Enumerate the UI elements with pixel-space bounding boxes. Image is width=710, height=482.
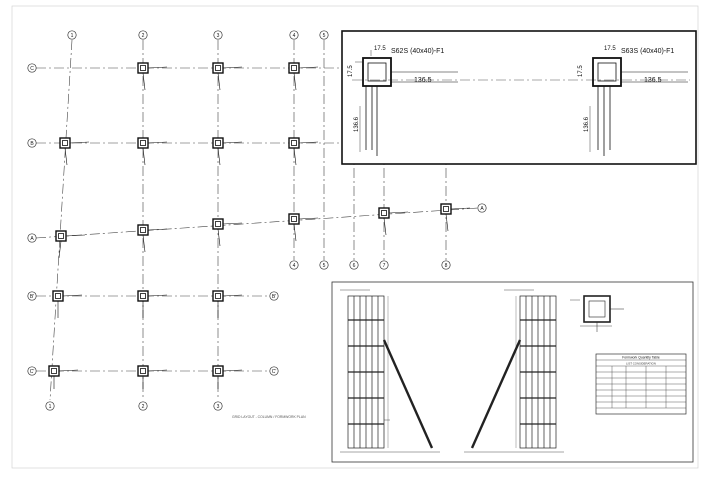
- plan-footnote: GRID LAYOUT - COLUMN / FORMWORK PLAN: [232, 415, 306, 419]
- grid-number: 5: [323, 33, 326, 39]
- column: [55, 230, 86, 259]
- dim-label: 136.6: [584, 116, 590, 132]
- grid-number: 8: [445, 263, 448, 269]
- grid-number: 2: [142, 404, 145, 410]
- section-plan-small: [570, 295, 624, 332]
- grid-number: 7: [383, 263, 386, 269]
- detail-column-right: [589, 57, 688, 156]
- column: [137, 137, 168, 166]
- table-subtitle: LIST CONSIDERATION: [626, 362, 656, 366]
- formwork-elevation-right: [464, 289, 564, 453]
- dim-label: 136.5: [414, 77, 432, 84]
- grid-number: 1: [49, 404, 52, 410]
- grid-letter: C': [30, 369, 35, 375]
- detail-frame: [341, 30, 697, 165]
- grid-letter: B: [30, 141, 34, 147]
- dim-label: 136.5: [644, 77, 662, 84]
- dim-label: 136.6: [354, 116, 360, 132]
- column: [288, 137, 319, 166]
- grid-number: 4: [293, 33, 296, 39]
- column: [137, 290, 168, 318]
- column: [137, 62, 168, 91]
- column: [59, 137, 90, 166]
- grid-number: 3: [217, 33, 220, 39]
- column: [212, 365, 243, 389]
- dim-label: 17.5: [348, 65, 354, 77]
- column: [137, 224, 168, 253]
- detail-left-label: S62S (40x40)-F1: [391, 48, 444, 55]
- column: [288, 62, 319, 91]
- detail-column-left: [355, 50, 458, 156]
- quantity-table: [595, 353, 687, 415]
- grid-bubbles: 1 2 3 4 5 4 5 6 7 8 1 2 3 C B A B' C' A …: [27, 30, 487, 411]
- column: [52, 290, 83, 318]
- grid-letter: B': [30, 294, 34, 300]
- column: [288, 213, 319, 242]
- dim-label: 17.5: [374, 46, 386, 52]
- column: [48, 365, 79, 389]
- grid-line-a: [35, 207, 479, 239]
- grid-number: 1: [71, 33, 74, 39]
- grid-number: 6: [353, 263, 356, 269]
- grid-number: 3: [217, 404, 220, 410]
- column: [212, 62, 243, 91]
- column: [212, 218, 243, 247]
- grid-letter: A: [480, 206, 484, 212]
- grid-number: 4: [293, 263, 296, 269]
- formwork-elevation-sheet: Formwork Quantity Table LIST CONSIDERATI…: [331, 281, 694, 463]
- grid-line-1: [49, 39, 73, 401]
- grid-letter: C: [30, 66, 34, 72]
- column: [212, 137, 243, 166]
- column-detail-callout: S62S (40x40)-F1 17.5 17.5 136.5 136.6 S6…: [341, 30, 697, 165]
- column: [212, 290, 243, 318]
- grid-number: 2: [142, 33, 145, 39]
- dim-label: 17.5: [604, 46, 616, 52]
- grid-letter: C': [272, 369, 277, 375]
- grid-number: 5: [323, 263, 326, 269]
- column: [378, 207, 409, 236]
- grid-letter: A: [30, 236, 34, 242]
- formwork-elevation-left: [340, 289, 440, 453]
- column: [137, 365, 168, 389]
- detail-right-label: S63S (40x40)-F1: [621, 48, 674, 55]
- dim-label: 17.5: [578, 65, 584, 77]
- grid-letter: B': [272, 294, 276, 300]
- table-title: Formwork Quantity Table: [622, 356, 660, 360]
- columns: [48, 62, 471, 389]
- column: [440, 203, 471, 232]
